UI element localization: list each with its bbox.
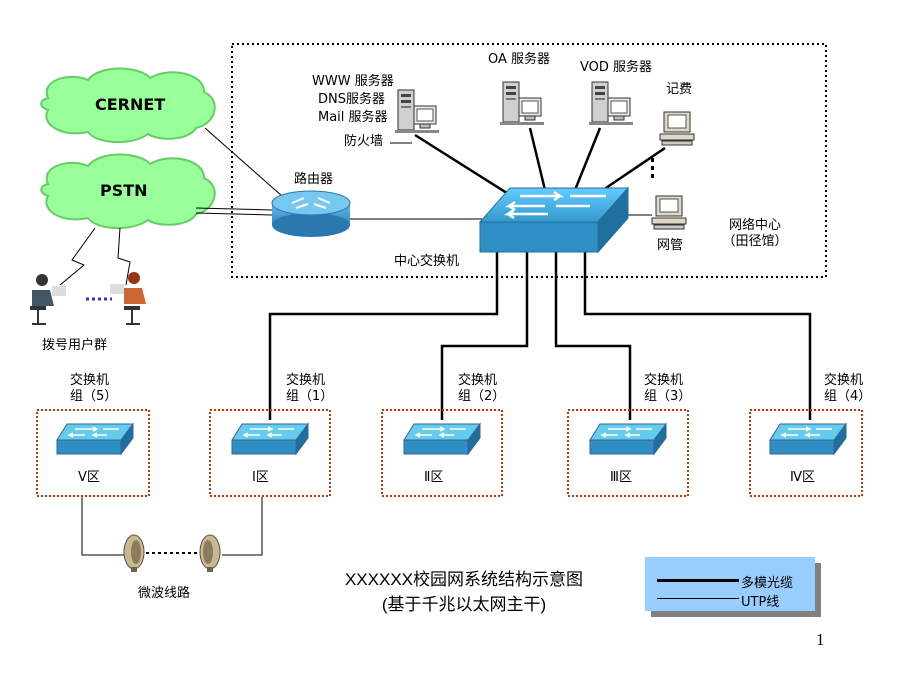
group-3-line1: 交换机 — [644, 373, 684, 388]
dns-server-label: DNS服务器 — [318, 92, 385, 107]
cernet-label: CERNET — [95, 95, 166, 114]
router-icon — [271, 190, 351, 237]
firewall-label: 防火墙 — [344, 134, 384, 149]
netmgmt-label: 网管 — [657, 238, 684, 253]
network-center-line2: （田径馆） — [722, 234, 788, 249]
pstn-router-link-1 — [195, 207, 273, 211]
oa-server-icon — [499, 81, 545, 126]
vod-server-label: VOD 服务器 — [580, 60, 653, 75]
legend-fiber-line — [657, 579, 739, 582]
zone-5-label: Ⅴ区 — [78, 470, 100, 485]
zone-3-box — [567, 409, 689, 497]
microwave-link-right — [222, 497, 263, 556]
pstn-router-link-2 — [195, 212, 273, 216]
server-link-vod — [573, 127, 602, 191]
diagram-title-line1: XXXXXX校园网系统结构示意图 — [344, 570, 584, 589]
netmgmt-pc-icon — [651, 195, 687, 230]
group-5-line2: 组（5） — [70, 389, 118, 404]
zone-5-box — [36, 409, 150, 497]
trunk-group-2 — [440, 252, 529, 420]
microwave-dish-right — [199, 534, 221, 573]
legend: 多模光缆 UTP线 — [645, 557, 815, 611]
billing-pc-icon — [659, 111, 695, 146]
zone-4-box — [749, 409, 863, 497]
cernet-router-link — [204, 127, 283, 197]
trunk-group-4 — [583, 252, 812, 420]
zone-1-box — [209, 409, 331, 497]
cernet-cloud — [40, 67, 216, 144]
microwave-dish-left — [123, 534, 145, 573]
group-1-label: 交换机 组（1） — [286, 373, 333, 405]
network-center-label: 网络中心 （田径馆） — [720, 218, 790, 250]
group-1-line2: 组（1） — [286, 389, 334, 404]
zone-3-switch-icon — [589, 423, 667, 455]
dialup-user-2-icon — [110, 272, 146, 325]
zone-3-label: Ⅲ区 — [610, 470, 632, 485]
zone-1-label: Ⅰ区 — [252, 470, 269, 485]
core-switch-label: 中心交换机 — [394, 254, 460, 269]
www-server-label: WWW 服务器 — [312, 74, 394, 89]
server-link-oa — [528, 127, 547, 191]
group-3-label: 交换机 组（3） — [644, 373, 691, 405]
vod-server-icon — [588, 81, 634, 126]
zone-4-label: Ⅳ区 — [790, 470, 815, 485]
zone-5-switch-icon — [56, 423, 134, 455]
server-link-billing — [599, 146, 666, 194]
zone-1-switch-icon — [231, 423, 309, 455]
mail-server-label: Mail 服务器 — [318, 110, 388, 125]
group-1-line1: 交换机 — [286, 373, 326, 388]
server-link-firewall — [414, 133, 511, 197]
legend-utp-line — [657, 598, 739, 599]
dialup-link-2 — [117, 227, 131, 286]
group-2-line2: 组（2） — [458, 389, 506, 404]
pstn-cloud — [40, 153, 216, 230]
group-5-line1: 交换机 — [70, 373, 110, 388]
oa-server-label: OA 服务器 — [488, 52, 551, 67]
pstn-label: PSTN — [100, 181, 148, 200]
core-switch-icon — [478, 186, 630, 254]
dialup-user-1-icon — [30, 274, 66, 325]
diagram-title-line2: (基于千兆以太网主干) — [381, 595, 547, 614]
legend-fiber-label: 多模光缆 — [741, 576, 794, 591]
group-4-label: 交换机 组（4） — [824, 373, 871, 405]
group-4-line1: 交换机 — [824, 373, 864, 388]
trunk-group-1 — [268, 252, 499, 420]
dialup-link-1 — [59, 227, 96, 286]
router-label: 路由器 — [294, 172, 334, 187]
microwave-label: 微波线路 — [138, 586, 191, 601]
diagram-title: XXXXXX校园网系统结构示意图 (基于千兆以太网主干) — [304, 565, 624, 615]
zone-2-switch-icon — [403, 423, 481, 455]
network-center-line1: 网络中心 — [728, 218, 781, 233]
zone-2-box — [381, 409, 503, 497]
page-number: 1 — [816, 630, 825, 649]
group-5-label: 交换机 组（5） — [70, 373, 117, 405]
group-4-line2: 组（4） — [824, 389, 872, 404]
www-server-icon — [394, 89, 440, 134]
group-3-line2: 组（3） — [644, 389, 692, 404]
legend-utp-label: UTP线 — [741, 595, 780, 610]
microwave-link-left — [81, 497, 124, 556]
zone-2-label: Ⅱ区 — [424, 470, 444, 485]
ellipsis-dots — [651, 158, 654, 178]
trunk-group-3 — [554, 252, 632, 420]
group-2-line1: 交换机 — [458, 373, 498, 388]
zone-4-switch-icon — [769, 423, 847, 455]
billing-label: 记费 — [666, 82, 693, 97]
network-center-boundary — [231, 43, 827, 278]
dialup-label: 拨号用户群 — [42, 338, 108, 353]
group-2-label: 交换机 组（2） — [458, 373, 505, 405]
